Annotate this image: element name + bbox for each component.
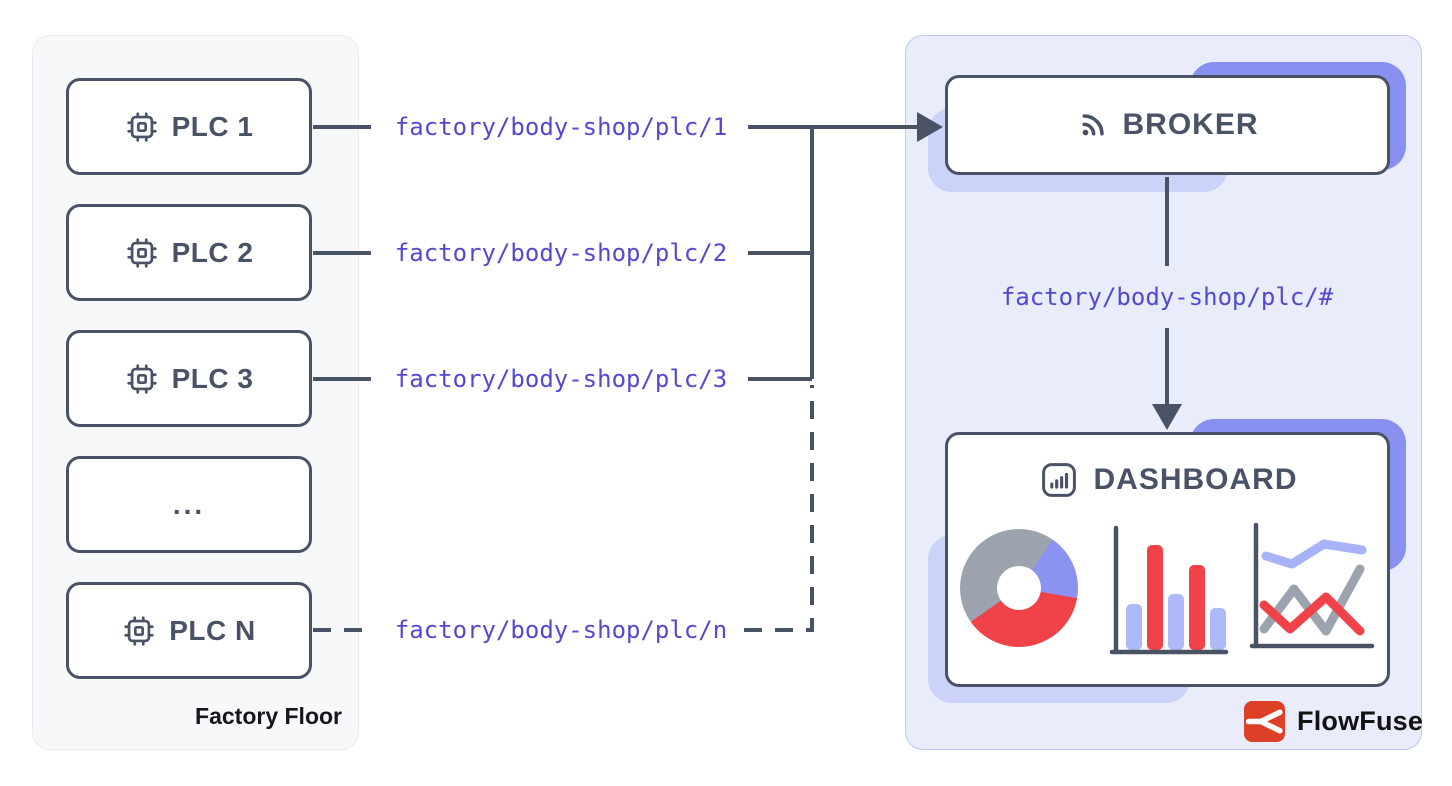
flowfuse-logo-icon <box>1244 701 1285 742</box>
plc-3-node: PLC 3 <box>66 330 312 427</box>
donut-hole <box>997 566 1041 610</box>
broker-label: BROKER <box>1122 108 1259 141</box>
topic-plc-2: factory/body-shop/plc/2 <box>394 239 728 267</box>
factory-floor-caption: Factory Floor <box>195 703 342 729</box>
plc-1-node: PLC 1 <box>66 78 312 175</box>
topic-wildcard: factory/body-shop/plc/# <box>1000 283 1334 311</box>
dashboard-node: DASHBOARD <box>945 432 1390 687</box>
plc-ellipsis-label: ... <box>172 488 206 520</box>
cpu-chip-icon <box>126 237 157 268</box>
topic-plc-1: factory/body-shop/plc/1 <box>394 113 728 141</box>
plc-n-node: PLC N <box>66 582 312 679</box>
bar-chart <box>1109 525 1229 655</box>
plc-2-node: PLC 2 <box>66 204 312 301</box>
line-chart <box>1249 522 1375 649</box>
cpu-chip-icon <box>126 363 157 394</box>
plc-n-label: PLC N <box>169 614 256 646</box>
dashboard-header: DASHBOARD <box>948 459 1387 501</box>
cpu-chip-icon <box>124 615 154 646</box>
plc-1-label: PLC 1 <box>171 110 254 142</box>
topic-plc-3: factory/body-shop/plc/3 <box>394 365 728 393</box>
topic-plc-n: factory/body-shop/plc/n <box>394 616 728 644</box>
plc-2-label: PLC 2 <box>171 236 254 268</box>
cpu-chip-icon <box>126 111 157 142</box>
broker-node: BROKER <box>945 75 1390 175</box>
dashboard-label: DASHBOARD <box>1093 463 1298 496</box>
bar-chart-icon <box>1041 463 1076 497</box>
broadcast-icon <box>1082 113 1105 136</box>
brand-name: FlowFuse <box>1297 706 1424 736</box>
plc-ellipsis-node: ... <box>66 456 312 553</box>
brand: FlowFuse <box>1244 701 1423 742</box>
plc-3-label: PLC 3 <box>171 362 254 394</box>
donut-chart <box>960 529 1078 647</box>
